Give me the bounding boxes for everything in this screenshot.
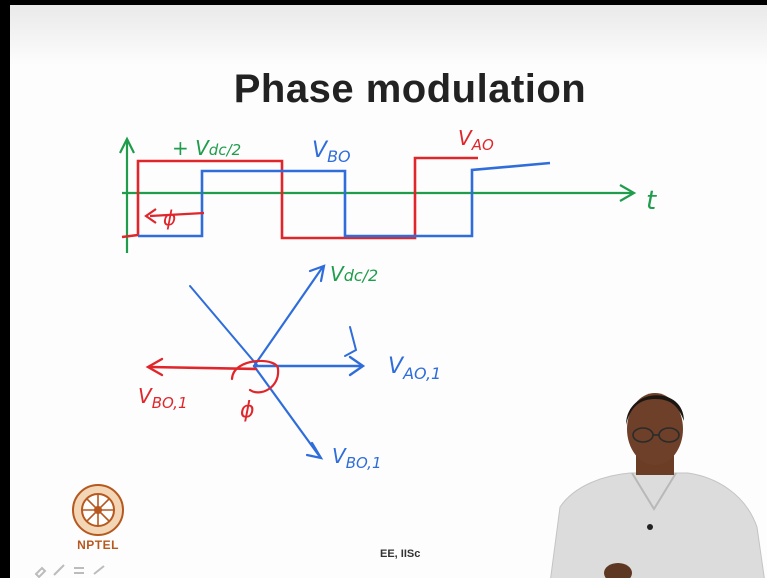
- slide-title: Phase modulation: [233, 67, 587, 111]
- vertical-axis-arrowhead: [119, 136, 135, 154]
- phi-wave-label: ϕ: [163, 206, 176, 230]
- reference-line: [189, 285, 258, 366]
- vbo-square-wave: [138, 161, 551, 238]
- waveform-axes: [119, 136, 637, 253]
- pen-tools-icon: [34, 564, 105, 578]
- nptel-emblem-icon: [72, 484, 124, 536]
- time-axis-arrowhead: [619, 184, 637, 202]
- presenter-hand: [604, 563, 632, 578]
- slide-footer: EE, IISc: [380, 548, 421, 560]
- pen-toolbar-strip: [32, 562, 182, 578]
- nptel-logo-text: NPTEL: [77, 538, 119, 552]
- lapel-mic: [647, 524, 653, 530]
- vdc-half-phasor-label: Vdc/2: [330, 262, 378, 286]
- vdc-half-phasor-arrowhead: [308, 264, 326, 283]
- vdc-half-phasor: [252, 266, 324, 368]
- phase-shift-marker: [144, 208, 205, 224]
- vao1-phasor-arrowhead: [344, 326, 358, 357]
- vdc-half-top-label: + Vdc/2: [172, 136, 241, 160]
- vao-square-wave: [121, 156, 478, 240]
- slide-frame: Phase modulation ϕ + Vdc/2 VBO VAO t: [10, 5, 767, 578]
- presenter-glasses: [632, 427, 680, 443]
- vbo1-low-label: VBO,1: [332, 444, 382, 472]
- vao-wave-label: VAO: [458, 126, 494, 154]
- vbo1-neg-phasor-arrowhead: [145, 357, 164, 377]
- nptel-logo: NPTEL: [63, 480, 133, 560]
- presenter-video: [550, 393, 765, 578]
- phasor-diagram: [145, 264, 366, 460]
- time-axis-label: t: [646, 186, 657, 216]
- vbo1-phasor: [252, 364, 322, 459]
- vbo1-left-label: VBO,1: [138, 384, 188, 412]
- vbo1-phasor-arrowhead: [305, 441, 324, 460]
- vao1-phasor-label: VAO,1: [388, 354, 441, 383]
- phase-angle-arc: [230, 359, 280, 394]
- phi-phasor-label: ϕ: [240, 398, 255, 423]
- whiteboard-sketch: ϕ + Vdc/2 VBO VAO t Vdc/2 VAO,1 VBO,1 VB…: [119, 126, 657, 472]
- presenter-head: [627, 393, 683, 465]
- vbo-wave-label: VBO: [312, 138, 351, 166]
- presenter-shirt: [550, 472, 765, 578]
